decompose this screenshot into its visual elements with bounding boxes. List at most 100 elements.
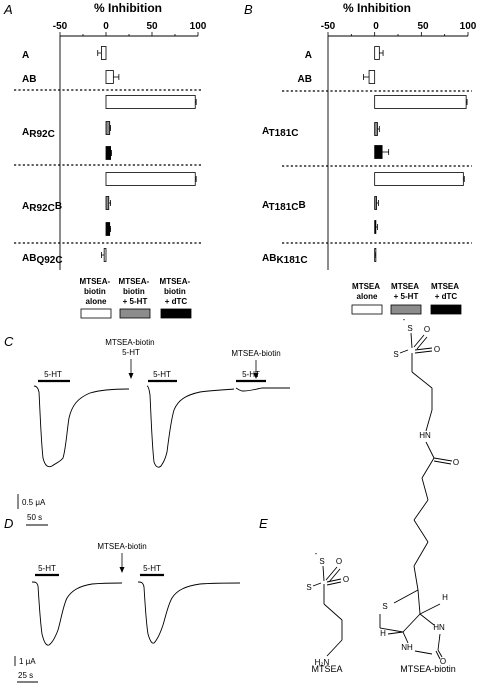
atom-label: S <box>393 350 398 359</box>
inhibition-bar <box>374 46 380 60</box>
current-scale-label: 1 μA <box>19 657 36 666</box>
agonist-label: 5-HT <box>153 370 171 379</box>
panel-b-row-label: ABK181C <box>262 253 308 266</box>
panel-b-bar-chart: % Inhibition -50 0 50 100 A AB AT181C AT… <box>262 1 477 315</box>
panel-b-row-label: A <box>305 50 312 61</box>
treatment-annotation: MTSEA-biotin <box>97 542 146 551</box>
panel-a-row-label: A <box>22 50 29 61</box>
current-trace <box>235 387 290 392</box>
atom-label: NH <box>401 643 413 652</box>
atom-label: H <box>380 629 386 638</box>
panel-b-legend-label: MTSEA + dTC <box>431 282 461 301</box>
legend-swatch <box>430 304 462 315</box>
panel-b-axis-title: % Inhibition <box>343 1 411 15</box>
panel-letter-b: B <box>244 2 253 17</box>
annotation-arrowhead <box>253 373 259 379</box>
atom-label: S <box>306 583 311 592</box>
panel-a-tick-label: 50 <box>146 21 158 32</box>
inhibition-bar <box>105 95 196 109</box>
panel-b-legend-label: MTSEA + 5-HT <box>391 282 421 301</box>
panel-a-tick-label: 100 <box>190 21 207 32</box>
mtsea-bonds <box>312 565 343 657</box>
panel-b-row-label: AT181C <box>262 126 299 139</box>
panel-a-row-label: ABQ92C <box>22 253 63 266</box>
annotation-arrowhead <box>128 373 134 379</box>
atom-label: H₂N <box>315 658 330 667</box>
inhibition-bar <box>105 222 111 236</box>
atom-label: H <box>442 593 448 602</box>
inhibition-bar <box>103 248 107 262</box>
current-scale-label: 0.5 μA <box>22 498 46 507</box>
panel-a-row-label: AR92C <box>22 127 55 140</box>
agonist-label: 5-HT <box>38 564 56 573</box>
panel-a-tick-label: -50 <box>53 21 68 32</box>
inhibition-bar <box>374 95 467 109</box>
panel-a-tick-label: 0 <box>103 21 109 32</box>
panel-a-legend: MTSEA- biotin alone MTSEA- biotin + 5-HT… <box>80 277 193 306</box>
treatment-annotation: MTSEA-biotin <box>231 349 280 358</box>
time-scale-label: 50 s <box>27 513 42 522</box>
mtsea-name: MTSEA <box>311 664 342 674</box>
mtsea-biotin-name: MTSEA-biotin <box>400 664 456 674</box>
agonist-label: 5-HT <box>242 370 260 379</box>
atom-label: O <box>424 325 430 334</box>
inhibition-bar <box>105 146 111 160</box>
panel-d-current-traces: 5-HT 5-HT MTSEA-biotin 1 μA 25 s <box>14 542 241 683</box>
panel-letter-e: E <box>259 516 268 531</box>
atom-label: O <box>343 575 349 584</box>
atom-label: HN <box>419 431 431 440</box>
panel-letter-c: C <box>4 334 14 349</box>
panel-b-tick-label: 50 <box>417 21 429 32</box>
panel-a-row-label: AB <box>22 74 36 85</box>
time-scale-label: 25 s <box>18 671 33 680</box>
panel-b-tick-label: 0 <box>373 21 379 32</box>
inhibition-bar <box>374 145 383 159</box>
current-trace <box>33 385 130 468</box>
atom-label: S <box>407 324 412 333</box>
panel-a-row-label: AR92CB <box>22 201 62 214</box>
panel-letter-d: D <box>4 516 13 531</box>
atom-label: O <box>440 657 446 666</box>
panel-b-tick-label: 100 <box>460 21 477 32</box>
current-trace <box>31 581 123 646</box>
inhibition-bar <box>374 122 378 136</box>
agonist-label: 5-HT <box>143 564 161 573</box>
panel-c-current-traces: 5-HT 5-HT 5-HT MTSEA-biotin 5-HT MTSEA-b… <box>17 338 290 526</box>
annotation-arrowhead <box>119 567 125 573</box>
mtsea-structure: - S S O O H₂N MTSEA <box>306 549 349 674</box>
panel-b-row-label: AB <box>298 74 312 85</box>
legend-swatch <box>351 304 383 315</box>
treatment-annotation: MTSEA-biotin 5-HT <box>105 338 157 357</box>
inhibition-bar <box>105 172 196 186</box>
inhibition-bar <box>105 121 111 135</box>
legend-swatch <box>80 308 112 319</box>
panel-b-legend: MTSEA alone MTSEA + 5-HT MTSEA + dTC <box>352 282 461 301</box>
current-trace <box>137 581 241 644</box>
inhibition-bar <box>374 172 464 186</box>
current-trace <box>146 385 235 468</box>
panel-a-legend-label: MTSEA- biotin + dTC <box>160 277 193 306</box>
mtsea-biotin-structure: - S S O O HN O S HN NH O H H <box>379 315 459 674</box>
inhibition-bar <box>368 70 376 84</box>
atom-label: O <box>453 458 459 467</box>
charge-label: - <box>315 549 318 558</box>
panel-a-bar-chart: % Inhibition -50 0 50 100 A AB AR92C AR9… <box>14 1 207 319</box>
inhibition-bar <box>105 196 110 210</box>
legend-swatch <box>119 308 151 319</box>
panel-a-legend-label: MTSEA- biotin + 5-HT <box>119 277 152 306</box>
panel-b-tick-label: -50 <box>321 21 336 32</box>
panel-a-legend-label: MTSEA- biotin alone <box>80 277 113 306</box>
charge-label: - <box>403 315 406 324</box>
atom-label: S <box>382 602 387 611</box>
atom-label: HN <box>433 623 445 632</box>
inhibition-bar <box>105 70 114 84</box>
panel-a-axis-title: % Inhibition <box>94 1 162 15</box>
panel-letter-a: A <box>3 2 13 17</box>
atom-label: O <box>336 557 342 566</box>
atom-label: S <box>319 557 324 566</box>
atom-label: O <box>434 345 440 354</box>
panel-b-row-label: AT181CB <box>262 200 306 213</box>
agonist-label: 5-HT <box>44 370 62 379</box>
legend-swatch <box>160 308 192 319</box>
